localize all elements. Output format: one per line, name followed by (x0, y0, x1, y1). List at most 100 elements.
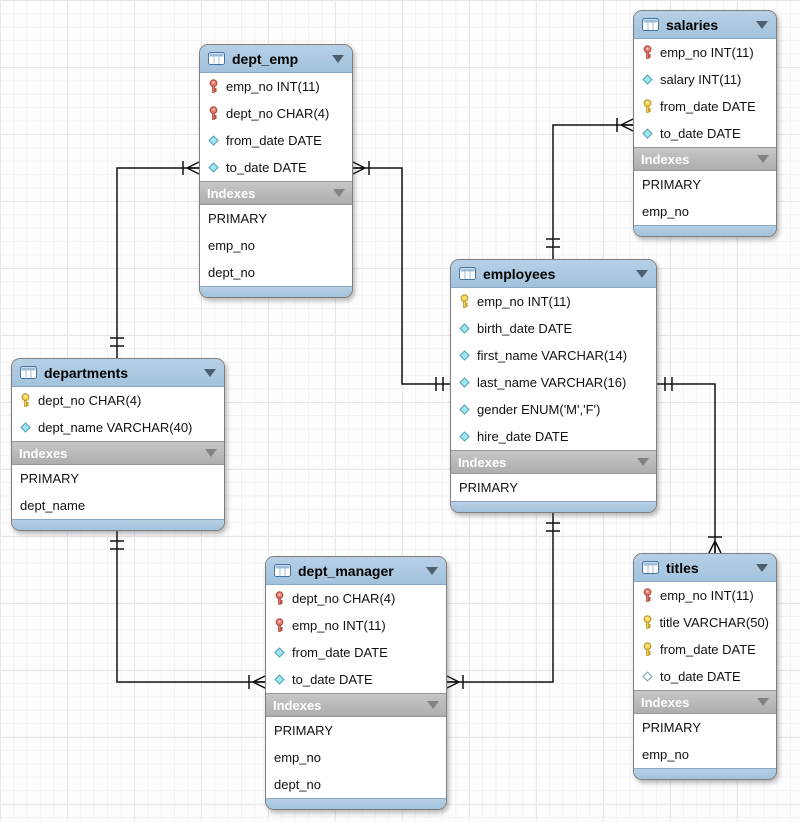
column-row[interactable]: dept_name VARCHAR(40) (12, 414, 224, 441)
table-titles[interactable]: titles emp_no INT(11) title VARCHAR(50)fro… (633, 553, 777, 780)
column-row[interactable]: to_date DATE (266, 666, 446, 693)
column-row[interactable]: hire_date DATE (451, 423, 656, 450)
column-row[interactable]: dept_no CHAR(4) (12, 387, 224, 414)
column-row[interactable]: from_date DATE (634, 636, 776, 663)
index-row[interactable]: PRIMARY (200, 205, 352, 232)
collapse-arrow-icon[interactable] (333, 189, 345, 197)
primary-foreign-key-icon (641, 45, 654, 60)
column-label: to_date DATE (226, 160, 307, 175)
column-row[interactable]: emp_no INT(11) (200, 73, 352, 100)
relationship-dept_manager-departments[interactable] (110, 529, 266, 689)
index-row[interactable]: PRIMARY (266, 717, 446, 744)
column-label: first_name VARCHAR(14) (477, 348, 628, 363)
column-label: dept_no CHAR(4) (38, 393, 142, 408)
indexes-header[interactable]: Indexes (451, 450, 656, 474)
table-header[interactable]: departments (12, 359, 224, 387)
column-row[interactable]: to_date DATE (634, 663, 776, 690)
collapse-arrow-icon[interactable] (205, 449, 217, 457)
column-row[interactable]: first_name VARCHAR(14) (451, 342, 656, 369)
indexes-header[interactable]: Indexes (634, 147, 776, 171)
index-row[interactable]: PRIMARY (634, 171, 776, 198)
cardinality-one-icon (546, 238, 560, 248)
column-label: emp_no INT(11) (660, 588, 754, 603)
primary-key-icon (641, 615, 653, 630)
relationship-dept_emp-employees[interactable] (352, 161, 450, 391)
column-row[interactable]: salary INT(11) (634, 66, 776, 93)
not-null-column-icon (19, 422, 32, 433)
indexes-header[interactable]: Indexes (12, 441, 224, 465)
collapse-arrow-icon[interactable] (426, 566, 438, 575)
index-row[interactable]: emp_no (266, 744, 446, 771)
crow-foot-many-icon (446, 675, 464, 689)
table-title: titles (666, 559, 699, 576)
table-dept_emp[interactable]: dept_emp emp_no INT(11) dept_no CHAR(4)fro… (199, 44, 353, 298)
column-label: emp_no INT(11) (226, 79, 320, 94)
column-row[interactable]: to_date DATE (634, 120, 776, 147)
cardinality-one-icon (664, 377, 673, 391)
indexes-header[interactable]: Indexes (266, 693, 446, 717)
index-row[interactable]: PRIMARY (12, 465, 224, 492)
relationship-salaries-employees[interactable] (546, 118, 634, 259)
index-label: emp_no (208, 238, 255, 253)
column-row[interactable]: from_date DATE (266, 639, 446, 666)
table-header[interactable]: titles (634, 554, 776, 582)
columns-section: emp_no INT(11)birth_date DATE first_name … (451, 288, 656, 450)
table-departments[interactable]: departments dept_no CHAR(4) dept_name VARC… (11, 358, 225, 531)
table-title: employees (483, 265, 556, 282)
relationship-dept_manager-employees[interactable] (446, 511, 560, 689)
column-row[interactable]: to_date DATE (200, 154, 352, 181)
column-row[interactable]: last_name VARCHAR(16) (451, 369, 656, 396)
indexes-header[interactable]: Indexes (200, 181, 352, 205)
nullable-column-icon (641, 671, 654, 682)
index-row[interactable]: emp_no (634, 198, 776, 225)
collapse-arrow-icon[interactable] (756, 563, 768, 572)
column-row[interactable]: emp_no INT(11) (634, 39, 776, 66)
index-row[interactable]: PRIMARY (634, 714, 776, 741)
table-header[interactable]: dept_manager (266, 557, 446, 585)
index-row[interactable]: PRIMARY (451, 474, 656, 501)
column-row[interactable]: from_date DATE (200, 127, 352, 154)
column-label: last_name VARCHAR(16) (477, 375, 627, 390)
indexes-header[interactable]: Indexes (634, 690, 776, 714)
table-footer (634, 225, 776, 236)
table-icon (208, 52, 225, 65)
not-null-column-icon (458, 350, 471, 361)
column-row[interactable]: emp_no INT(11) (451, 288, 656, 315)
column-row[interactable]: title VARCHAR(50) (634, 609, 776, 636)
collapse-arrow-icon[interactable] (427, 701, 439, 709)
column-row[interactable]: from_date DATE (634, 93, 776, 120)
collapse-arrow-icon[interactable] (756, 20, 768, 29)
collapse-arrow-icon[interactable] (757, 698, 769, 706)
table-employees[interactable]: employees emp_no INT(11)birth_date DATE fi… (450, 259, 657, 513)
index-row[interactable]: dept_no (266, 771, 446, 798)
table-title: dept_emp (232, 50, 299, 67)
relationship-titles-employees[interactable] (657, 377, 722, 554)
primary-key-icon (458, 294, 471, 309)
collapse-arrow-icon[interactable] (636, 269, 648, 278)
collapse-arrow-icon[interactable] (332, 54, 344, 63)
index-row[interactable]: emp_no (200, 232, 352, 259)
collapse-arrow-icon[interactable] (757, 155, 769, 163)
index-row[interactable]: dept_name (12, 492, 224, 519)
relationship-dept_emp-departments[interactable] (110, 161, 200, 358)
cardinality-one-icon (110, 540, 124, 550)
index-row[interactable]: emp_no (634, 741, 776, 768)
column-row[interactable]: emp_no INT(11) (634, 582, 776, 609)
index-row[interactable]: dept_no (200, 259, 352, 286)
table-header[interactable]: salaries (634, 11, 776, 39)
column-row[interactable]: dept_no CHAR(4) (266, 585, 446, 612)
crow-foot-many-icon (182, 161, 200, 175)
column-row[interactable]: gender ENUM('M','F') (451, 396, 656, 423)
collapse-arrow-icon[interactable] (204, 368, 216, 377)
index-label: dept_name (20, 498, 86, 513)
column-row[interactable]: birth_date DATE (451, 315, 656, 342)
column-row[interactable]: dept_no CHAR(4) (200, 100, 352, 127)
collapse-arrow-icon[interactable] (637, 458, 649, 466)
table-header[interactable]: employees (451, 260, 656, 288)
crow-foot-many-icon (708, 536, 722, 554)
column-row[interactable]: emp_no INT(11) (266, 612, 446, 639)
table-header[interactable]: dept_emp (200, 45, 352, 73)
